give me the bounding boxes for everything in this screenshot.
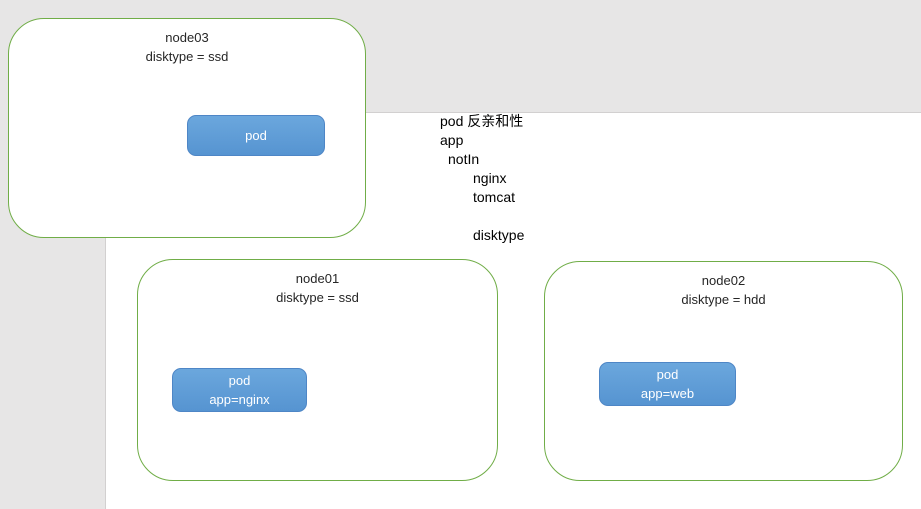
node-shape-node03[interactable]: node03 disktype = ssd pod — [8, 18, 366, 238]
node-title-block: node03 disktype = ssd — [9, 19, 365, 66]
pod-label: pod — [228, 373, 251, 388]
annotation-line: nginx — [473, 170, 507, 186]
pod-app-label: app=web — [640, 386, 695, 401]
annotation-line: tomcat — [473, 189, 516, 205]
pod-label: pod — [245, 128, 267, 143]
node-shape-node01[interactable]: node01 disktype = ssd pod app=nginx — [137, 259, 498, 481]
pod-app-label: app=nginx — [209, 392, 270, 407]
node-shape-node02[interactable]: node02 disktype = hdd pod app=web — [544, 261, 903, 481]
annotation-line: pod 反亲和性 — [440, 113, 524, 129]
node-title-block: node02 disktype = hdd — [545, 262, 902, 309]
pod-shape-node03[interactable]: pod — [187, 115, 325, 156]
anti-affinity-text-block[interactable]: pod 反亲和性 app notIn nginx tomcat disktype — [440, 112, 524, 245]
node-disktype-label: disktype = ssd — [276, 290, 359, 305]
node-title-block: node01 disktype = ssd — [138, 260, 497, 307]
node-disktype-label: disktype = hdd — [681, 292, 766, 307]
annotation-line: notIn — [448, 151, 480, 167]
node-name: node01 — [295, 271, 340, 286]
node-name: node02 — [701, 273, 746, 288]
pod-shape-node01[interactable]: pod app=nginx — [172, 368, 307, 412]
annotation-line: app — [440, 132, 464, 148]
pod-label: pod — [656, 367, 679, 382]
node-name: node03 — [165, 30, 209, 45]
node-disktype-label: disktype = ssd — [145, 49, 229, 64]
annotation-blank-line — [440, 207, 524, 226]
pod-shape-node02[interactable]: pod app=web — [599, 362, 736, 406]
annotation-line: disktype — [473, 227, 525, 243]
